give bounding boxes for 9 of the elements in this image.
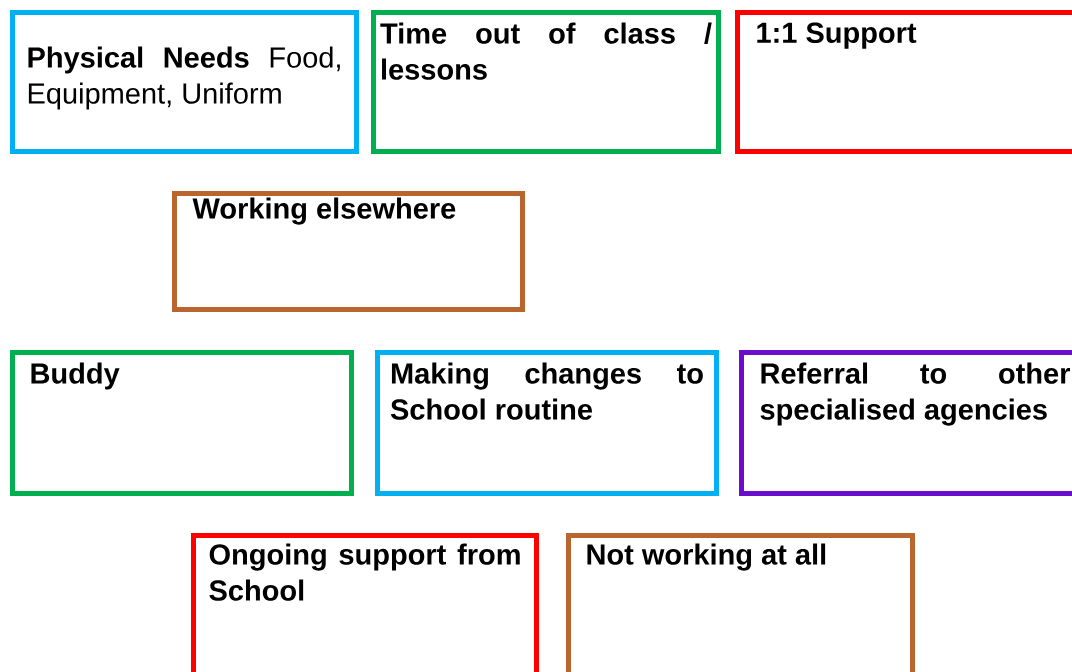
text-box: Buddy <box>10 350 354 496</box>
text-box: Working elsewhere <box>172 191 525 312</box>
text-box: Making changes to School routine <box>375 350 719 496</box>
text-box: Not working at all <box>566 533 915 672</box>
text-box: Ongoing support from School <box>191 533 539 672</box>
text-box: 1:1 Support <box>735 10 1072 154</box>
text-box: Time out of class / lessons <box>371 10 721 154</box>
text-box: Referral to other specialised agencies <box>739 350 1072 496</box>
text-box: Physical Needs Food, Equipment, Uniform <box>10 10 359 154</box>
